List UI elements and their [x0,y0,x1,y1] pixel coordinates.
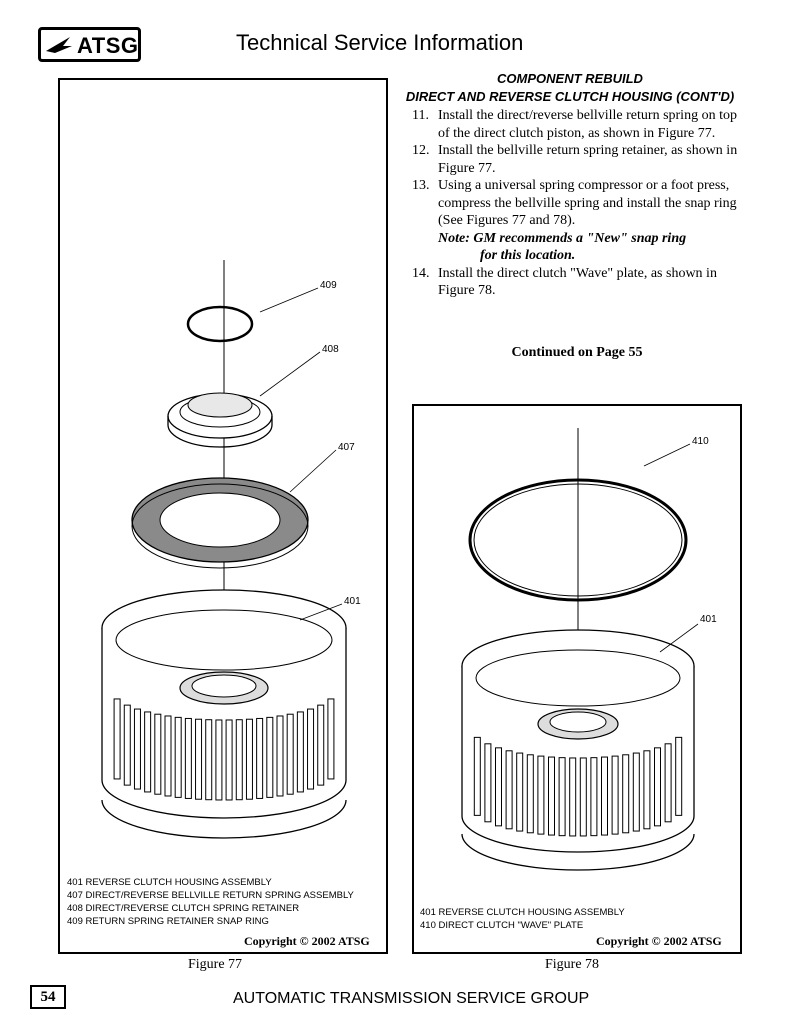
legend-item: 401 REVERSE CLUTCH HOUSING ASSEMBLY [420,907,625,918]
step-text: Install the direct clutch "Wave" plate, … [438,265,717,299]
wave-plate-410 [468,478,688,602]
housing-slot [611,755,619,835]
logo-text: ATSG [77,33,139,58]
housing-slot [675,736,683,816]
plane-logo-icon [46,37,72,53]
housing-slot [327,698,335,780]
figure-77-legend: 401 REVERSE CLUTCH HOUSING ASSEMBLY 407 … [67,876,354,928]
figure-77-box: 409 408 407 401 [58,78,388,954]
copyright-77: Copyright © 2002 ATSG [244,934,370,948]
step-12: 12. Install the bellville return spring … [412,142,742,177]
housing-slot [643,750,651,830]
housing-slot [526,754,534,834]
callout-401: 401 [700,614,717,625]
section-title: COMPONENT REBUILD DIRECT AND REVERSE CLU… [400,70,740,106]
snap-ring-409 [186,305,254,343]
step-13: 13. Using a universal spring compressor … [412,177,742,265]
housing-slot [590,757,598,837]
step-text: Using a universal spring compressor or a… [438,178,737,228]
housing-slot [548,756,555,836]
housing-slot [622,754,630,834]
step-number: 12. [412,143,430,158]
section-title-line1: COMPONENT REBUILD [497,71,643,86]
housing-slot [195,718,203,800]
housing-slot [558,757,566,837]
housing-slot [144,711,152,793]
housing-slot [184,717,192,799]
housing-slot [286,713,294,795]
housing-slot [256,717,264,799]
housing-slot [205,719,213,801]
housing-slot [654,747,661,827]
housing-slot [276,715,284,797]
reverse-clutch-housing-401 [461,629,695,871]
bellville-spring-407 [131,477,309,569]
legend-item: 407 DIRECT/REVERSE BELLVILLE RETURN SPRI… [67,890,354,901]
housing-slot [266,716,274,798]
housing-slot [174,716,182,798]
figure-77-illustration: 409 408 407 401 [101,260,361,839]
housing-slot [235,719,243,801]
atsg-logo: ATSG [38,27,141,62]
callout-401: 401 [344,596,361,607]
housing-slot [516,752,524,832]
housing-slot [113,698,121,780]
step-note-cont: for this location. [480,248,576,263]
housing-slot [317,704,325,786]
instruction-steps: 11. Install the direct/reverse bellville… [412,107,742,300]
step-text: Install the bellville return spring reta… [438,143,738,176]
reverse-clutch-housing-401 [101,589,347,839]
callout-410: 410 [692,436,709,447]
housing-slot [307,708,315,790]
callout-409: 409 [320,280,337,291]
figure-78-illustration: 410 401 [461,428,717,871]
housing-slot [154,713,162,795]
legend-item: 409 RETURN SPRING RETAINER SNAP RING [67,916,269,927]
spring-retainer-408 [167,392,273,448]
housing-slot [133,708,141,790]
housing-slot [569,757,577,837]
callout-407: 407 [338,442,355,453]
step-note: Note: GM recommends a "New" snap ring [438,230,687,246]
housing-slot [495,747,502,827]
page-number: 54 [30,985,66,1009]
housing-slot [215,719,223,801]
housing-slot [664,743,672,823]
legend-item: 401 REVERSE CLUTCH HOUSING ASSEMBLY [67,877,272,888]
figure-78-caption: Figure 78 [545,957,600,972]
housing-slot [473,736,481,816]
step-number: 13. [412,178,430,193]
copyright-78: Copyright © 2002 ATSG [596,934,722,948]
step-number: 14. [412,265,430,281]
figure-78-legend: 401 REVERSE CLUTCH HOUSING ASSEMBLY 410 … [420,906,625,932]
housing-slot [225,719,233,801]
step-number: 11. [412,108,429,123]
legend-item: 410 DIRECT CLUTCH "WAVE" PLATE [420,920,584,931]
legend-item: 408 DIRECT/REVERSE CLUTCH SPRING RETAINE… [67,903,300,914]
housing-slot [601,756,608,836]
housing-slot [245,718,253,800]
housing-slot [164,715,172,797]
continued-note: Continued on Page 55 [511,345,643,360]
step-text: Install the direct/reverse bellville ret… [438,108,737,141]
housing-slot [296,711,304,793]
callout-408: 408 [322,344,339,355]
section-title-line2: DIRECT AND REVERSE CLUTCH HOUSING (CONT'… [405,89,735,104]
step-11: 11. Install the direct/reverse bellville… [412,107,742,142]
figure-78-box: 410 401 [412,404,742,954]
housing-slot [505,750,513,830]
step-14: 14. Install the direct clutch "Wave" pla… [412,265,742,300]
page-title: Technical Service Information [236,30,524,55]
housing-slot [537,755,545,835]
housing-slot [484,743,492,823]
figure-77-caption: Figure 77 [188,957,243,972]
housing-slot [579,757,587,837]
footer-text: AUTOMATIC TRANSMISSION SERVICE GROUP [233,990,590,1007]
housing-slot [632,752,640,832]
housing-slot [123,704,131,786]
